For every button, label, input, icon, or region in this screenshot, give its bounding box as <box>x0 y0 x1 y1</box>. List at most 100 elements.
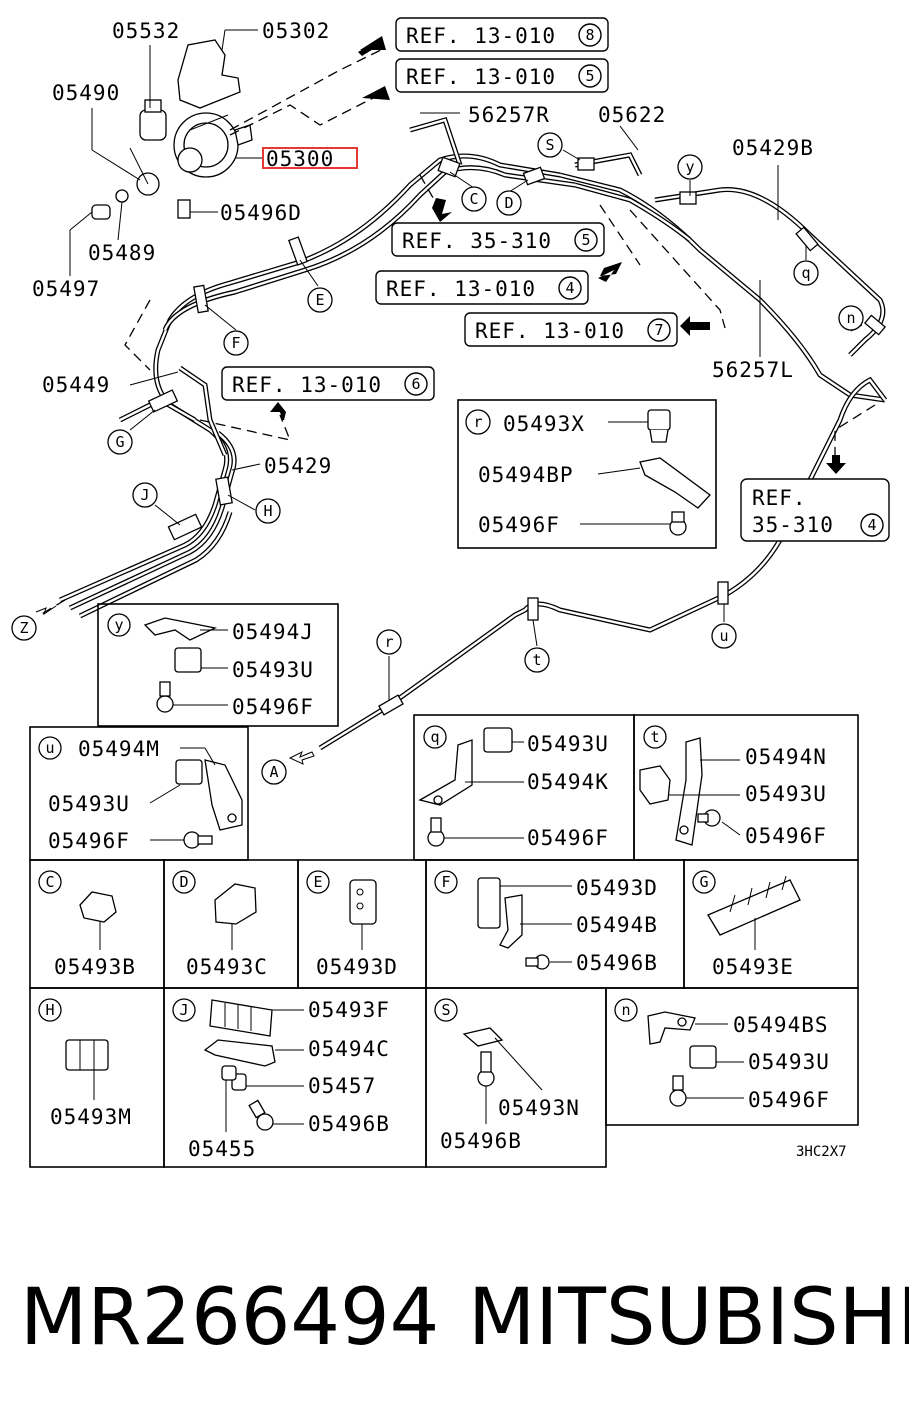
svg-text:05493B: 05493B <box>54 955 136 979</box>
brand-caption: MITSUBISHI <box>468 1273 909 1363</box>
marker-J: J <box>132 482 158 508</box>
svg-text:y: y <box>114 616 123 634</box>
inset-box-F: F 05493D 05494B 05496B <box>434 870 658 975</box>
svg-text:E: E <box>313 873 322 891</box>
marker-C: C <box>461 186 487 212</box>
svg-text:H: H <box>45 1001 54 1019</box>
ref-two-line-2: 35-310 <box>752 513 834 537</box>
marker-D: D <box>496 190 522 216</box>
label-p05489: 05489 <box>88 241 156 265</box>
svg-text:t: t <box>650 728 659 746</box>
marker-letter: q <box>801 264 810 282</box>
caption: MR266494 MITSUBISHI <box>0 1268 909 1378</box>
svg-text:u: u <box>45 739 54 757</box>
inset-box-q: q 05493U 05494K 05496F <box>418 725 609 850</box>
marker-t: t <box>524 647 550 673</box>
marker-n: n <box>838 305 864 331</box>
label-p05429: 05429 <box>264 454 332 478</box>
svg-text:05493F: 05493F <box>308 998 390 1022</box>
svg-text:05496B: 05496B <box>440 1129 522 1153</box>
inset-box-J: J 05493F 05494C 05457 05496B 05455 <box>172 998 390 1161</box>
svg-text:05493M: 05493M <box>50 1105 132 1129</box>
svg-text:05493C: 05493C <box>186 955 268 979</box>
svg-text:05494J: 05494J <box>232 620 314 644</box>
label-p05300: 05300 <box>266 147 334 171</box>
marker-letter: A <box>269 763 278 781</box>
marker-letter: H <box>263 502 272 520</box>
marker-Z: Z <box>11 615 37 641</box>
ref-number: 6 <box>411 375 420 393</box>
inset-box-D: D 05493C <box>172 870 268 979</box>
part-number-caption: MR266494 <box>20 1273 440 1363</box>
marker-letter: D <box>504 194 513 212</box>
svg-text:S: S <box>441 1001 450 1019</box>
ref-number: 4 <box>565 279 574 297</box>
ref-number: 5 <box>585 67 594 85</box>
ref-two-line-1: REF. <box>752 486 807 510</box>
marker-letter: C <box>469 190 478 208</box>
inset-box-n: n 05494BS 05493U 05496F <box>614 998 830 1112</box>
label-p05496D: 05496D <box>220 201 302 225</box>
inset-box-S: S 05493N 05496B <box>434 998 580 1153</box>
marker-u: u <box>711 623 737 649</box>
inset-box-y: y 05494J 05493U 05496F <box>97 603 339 727</box>
svg-text:05496B: 05496B <box>308 1112 390 1136</box>
svg-text:05494M: 05494M <box>78 737 160 761</box>
parts-grid <box>29 714 859 1168</box>
marker-y: y <box>677 154 703 180</box>
inset-box-u: u 05494M 05493U 05496F <box>38 736 243 853</box>
marker-A: A <box>261 759 287 785</box>
inset-box-r: r 05493X 05494BP 05496F <box>457 399 717 549</box>
label-p05429B: 05429B <box>732 136 814 160</box>
svg-text:05455: 05455 <box>188 1137 256 1161</box>
svg-text:n: n <box>621 1001 630 1019</box>
ref-text: REF. 13-010 <box>386 277 536 301</box>
svg-text:05496F: 05496F <box>478 513 560 537</box>
ref-text: REF. 13-010 <box>232 373 382 397</box>
ref-text: REF. 13-010 <box>406 65 556 89</box>
ref-arrows <box>35 36 846 765</box>
inset-box-H: H 05493M <box>38 998 132 1129</box>
svg-text:05496F: 05496F <box>48 829 130 853</box>
ref-number: 5 <box>581 231 590 249</box>
marker-G: G <box>107 429 133 455</box>
svg-text:05457: 05457 <box>308 1074 376 1098</box>
svg-text:05496F: 05496F <box>527 826 609 850</box>
marker-letter: F <box>231 334 240 352</box>
svg-text:05493D: 05493D <box>576 876 658 900</box>
marker-letter: Z <box>19 619 28 637</box>
svg-text:05494BS: 05494BS <box>733 1013 829 1037</box>
label-p05449: 05449 <box>42 373 110 397</box>
inset-box-t: t 05494N 05493U 05496F <box>639 725 826 848</box>
svg-text:05496F: 05496F <box>748 1088 830 1112</box>
svg-text:05493U: 05493U <box>48 792 130 816</box>
marker-letter: r <box>384 633 393 651</box>
ref-box-ref4: REF. 13-010 4 <box>375 270 589 305</box>
proportioning-valve-assembly <box>91 39 253 220</box>
marker-S: S <box>537 132 563 158</box>
dashed-ref-leaders <box>39 47 876 616</box>
svg-text:05493U: 05493U <box>232 658 314 682</box>
svg-text:G: G <box>699 873 708 891</box>
svg-text:q: q <box>430 728 439 746</box>
highlight-05300 <box>262 147 358 169</box>
ref-number: 7 <box>654 321 663 339</box>
svg-text:05493N: 05493N <box>498 1096 580 1120</box>
ref-box-ref2: REF. 13-010 5 <box>395 58 609 93</box>
marker-letter: u <box>719 627 728 645</box>
ref-text: REF. 13-010 <box>406 24 556 48</box>
ref-number: 8 <box>585 26 594 44</box>
label-p05302: 05302 <box>262 19 330 43</box>
svg-text:05494K: 05494K <box>527 770 609 794</box>
svg-text:C: C <box>45 873 54 891</box>
marker-E: E <box>307 287 333 313</box>
label-p05622: 05622 <box>598 103 666 127</box>
marker-letter: J <box>140 486 149 504</box>
marker-letter: y <box>685 158 694 176</box>
marker-r: r <box>376 629 402 655</box>
